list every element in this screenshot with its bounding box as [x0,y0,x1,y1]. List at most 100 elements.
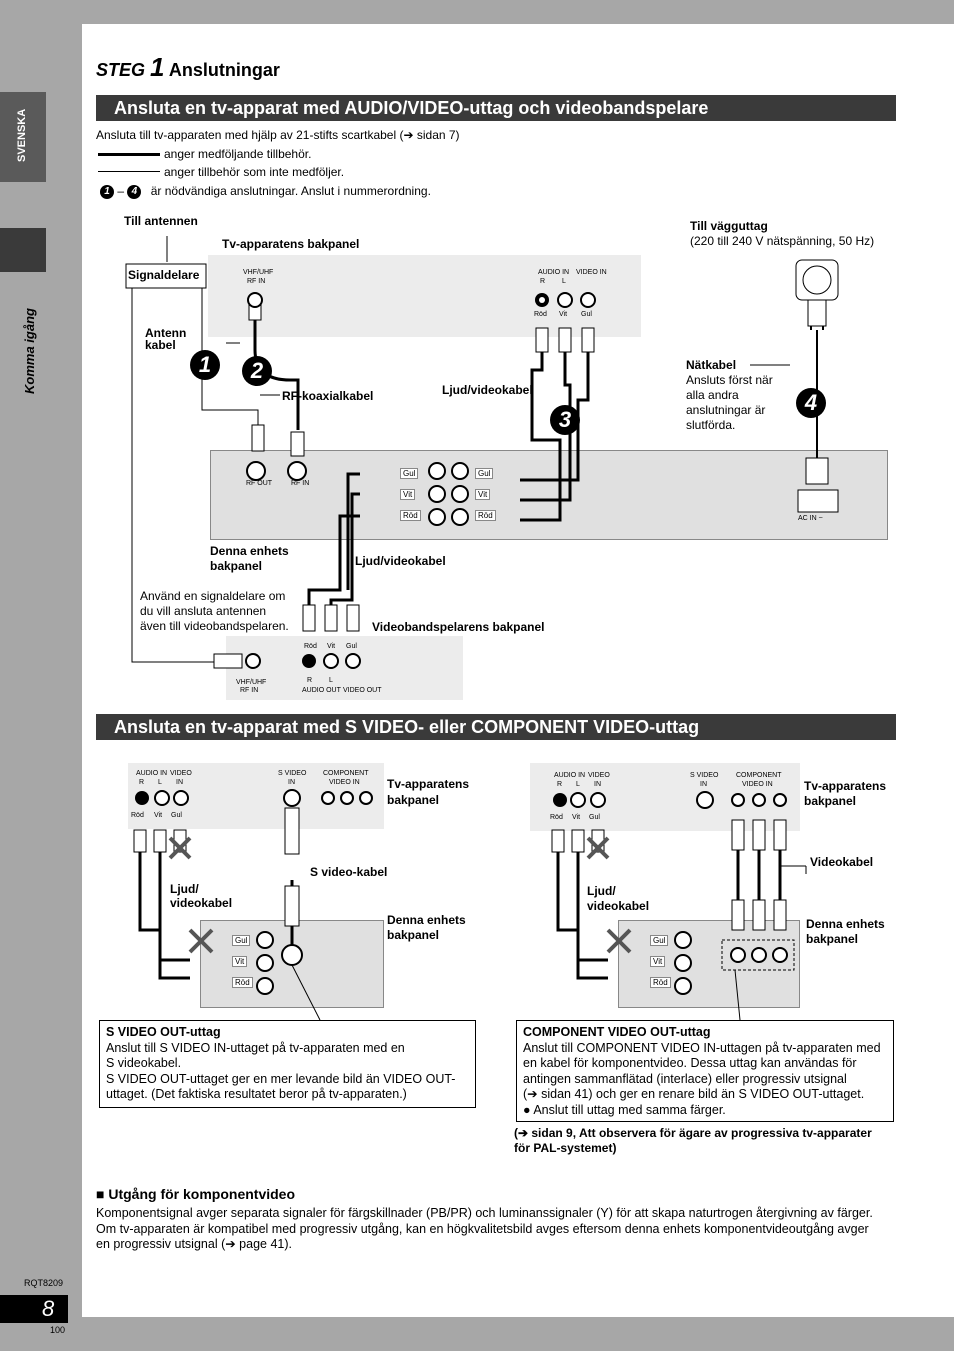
component-output-line: en progressiv utsignal (➔ page 41). [96,1237,292,1251]
d2a-rod: Röd [131,812,144,819]
step-4-icon: 4 [127,184,142,199]
label-ljud-videokabel-2: Ljud/videokabel [355,554,446,568]
component-output-line: Komponentsignal avger separata signaler … [96,1206,873,1220]
label-rod: Röd [534,311,547,318]
section2-title: Ansluta en tv-apparat med S VIDEO- eller… [96,714,896,740]
progressive-note-line: för PAL-systemet) [514,1141,617,1155]
d2b-s-in: IN [700,781,707,788]
component-output-line: Om tv-apparaten är kompatibel med progre… [96,1221,869,1236]
label-rf-in-small: RF IN [291,480,310,487]
step-1-badge: 1 [190,350,220,380]
legend-steps: 1 – 4 är nödvändiga anslutningar. Anslut… [100,184,431,199]
component-box-title: COMPONENT VIDEO OUT-uttag [523,1025,711,1039]
vcr-label-l: L [329,677,333,684]
d2b-vit: Vit [572,814,581,821]
natkabel-desc-line: alla andra [686,388,739,402]
vcr-label-gul: Gul [346,643,357,650]
section1-title: Ansluta en tv-apparat med AUDIO/VIDEO-ut… [96,95,896,121]
label-audio-in: AUDIO IN [538,269,570,276]
d2a-tv-2: bakpanel [387,793,440,807]
d2a-s-in: IN [288,779,295,786]
page-sub-number: 100 [50,1325,66,1335]
legend-thin-line [98,171,160,172]
label-till-vagguttag: Till vägguttag [690,219,768,233]
d2a-s-video: S VIDEO [278,770,307,777]
d2a-tv-1: Tv-apparatens [387,777,470,791]
label-signaldelare: Signaldelare [128,268,200,282]
note-line: Använd en signaldelare om [140,589,286,603]
unit-label-vit-2: Vit [475,489,491,500]
label-r: R [540,278,546,285]
d2b-tv-2: bakpanel [804,794,857,808]
d2b-component: COMPONENT [736,772,782,779]
page-title: STEG 1 Anslutningar [96,52,280,83]
svideo-box-line: Anslut till S VIDEO IN-uttaget på tv-app… [106,1040,405,1055]
label-vit: Vit [559,311,568,318]
step-3-badge: 3 [550,405,580,435]
label-ac-in: AC IN ~ [798,515,823,522]
component-info-box: COMPONENT VIDEO OUT-uttag Anslut till CO… [516,1020,894,1122]
svideo-box-title: S VIDEO OUT-uttag [106,1025,221,1039]
component-box-line: en kabel för komponentvideo. Dessa uttag… [523,1056,857,1070]
steg-label: STEG [96,60,146,80]
d2b-unit-vit: Vit [650,956,666,967]
title-text: Anslutningar [168,60,280,80]
component-box-line: antingen sammanflätad (interlace) eller … [523,1071,847,1086]
vcr-label-rf-in: RF IN [240,687,259,694]
d2b-video-in: VIDEO IN [742,781,773,788]
d2b-unit-gul: Gul [650,935,669,946]
label-natkabel: Nätkabel [686,358,737,372]
label-tv-bakpanel: Tv-apparatens bakpanel [222,237,360,251]
section-marker-icon: ■ [96,1186,105,1202]
d2a-vit: Vit [154,812,163,819]
label-s-video-kabel: S video-kabel [310,865,388,879]
model-number: RQT8209 [24,1278,64,1288]
component-box-line: Anslut till COMPONENT VIDEO IN-uttagen p… [523,1040,881,1055]
d2b-videokabel: videokabel [587,899,650,913]
unit-label-vit: Vit [400,489,416,500]
vcr-label-vhf-uhf: VHF/UHF [236,679,267,686]
d2b-in: IN [594,781,601,788]
d2b-rod: Röd [550,814,563,821]
legend-thin-text: anger tillbehör som inte medföljer. [164,165,345,179]
steg-number: 1 [150,52,165,82]
d2a-bakpanel: bakpanel [387,928,440,942]
label-bakpanel: bakpanel [210,559,263,573]
label-rf-koaxialkabel: RF-koaxialkabel [282,389,374,403]
svideo-box-line: S videokabel. [106,1056,182,1070]
d2b-s-video: S VIDEO [690,772,719,779]
vcr-label-vit: Vit [327,643,336,650]
d2a-gul: Gul [171,812,182,819]
vcr-label-rod: Röd [304,643,317,650]
label-videokabel: Videokabel [810,855,874,869]
legend-steps-text: är nödvändiga anslutningar. Anslut i num… [150,184,431,198]
component-output-heading: ■ Utgång för komponentvideo [96,1186,295,1202]
step-1-icon: 1 [100,184,114,199]
d2b-denna: Denna enhets [806,917,885,931]
d2a-unit-vit: Vit [232,956,248,967]
label-vhf-uhf: VHF/UHF [243,269,274,276]
label-rf-out: RF OUT [246,480,273,487]
label-video-in: VIDEO IN [576,269,607,276]
label-vagguttag-spec: (220 till 240 V nätspänning, 50 Hz) [690,234,875,248]
natkabel-desc-line: Ansluts först när [686,373,773,387]
d2a-video: VIDEO [170,770,192,777]
svideo-box-line: S VIDEO OUT-uttaget ger en mer levande b… [106,1071,456,1086]
vcr-label-r: R [307,677,313,684]
d2b-gul: Gul [589,814,600,821]
unit-label-rod: Röd [400,510,421,521]
progressive-note-line: (➔ sidan 9, Att observera för ägare av p… [514,1126,872,1140]
page-number: 8 [42,1296,55,1321]
step-4-badge: 4 [796,388,826,418]
d2a-videokabel: videokabel [170,896,233,910]
d2b-ljud: Ljud/ [587,884,616,898]
d2b-r: R [557,781,563,788]
label-rf-in: RF IN [247,278,266,285]
d2a-video-in: VIDEO IN [329,779,360,786]
unit-label-gul: Gul [400,468,419,479]
natkabel-desc: Ansluts först när alla andra anslutninga… [686,373,773,433]
language-tab: SVENSKA [0,92,46,182]
d2a-ljud: Ljud/ [170,882,199,896]
unit-label-gul-2: Gul [475,468,494,479]
